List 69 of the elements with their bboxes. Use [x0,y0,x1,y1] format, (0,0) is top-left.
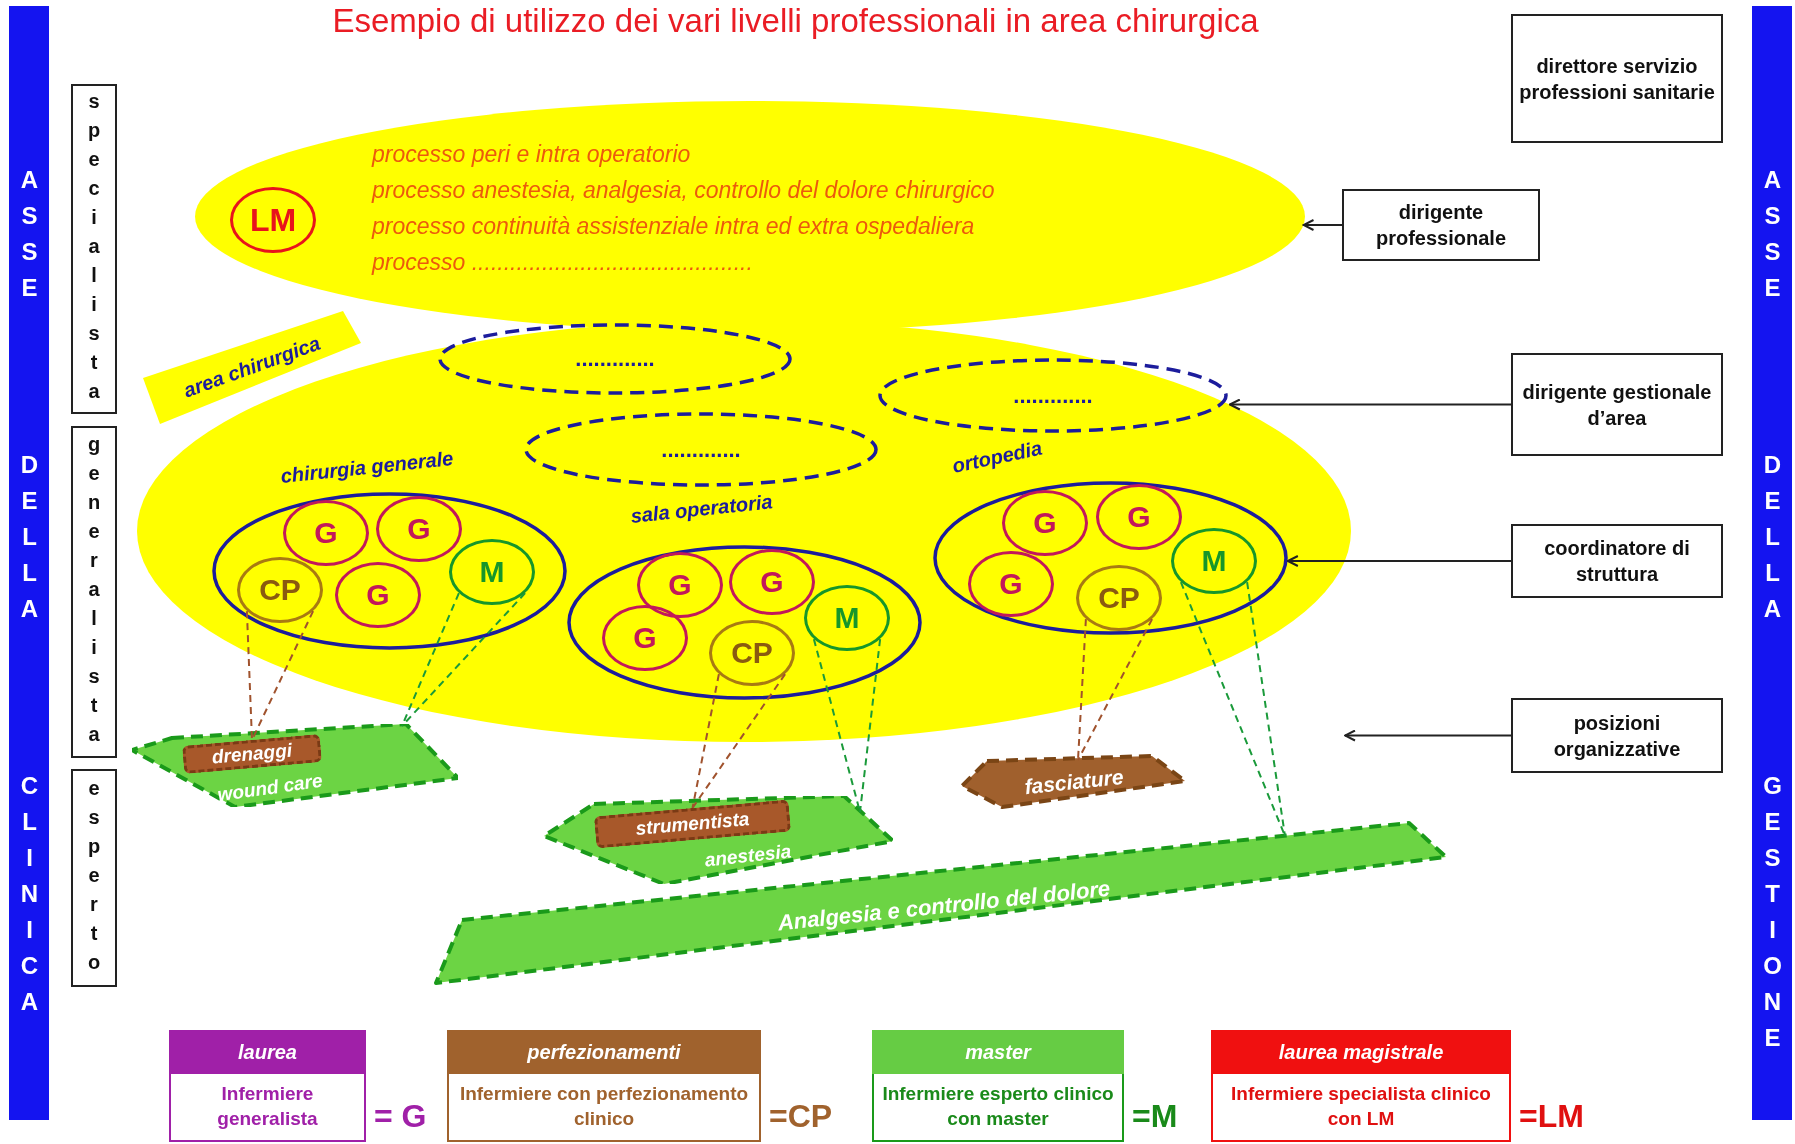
card-text: Infermiere con perfezionamento clinico [447,1074,761,1142]
unit-label: chirurgia generale [279,447,455,488]
connector-line [691,673,787,809]
level-circle: G [283,500,369,566]
level-circle: G [1002,490,1088,556]
level-circle: G [729,549,815,615]
level-circle: G [335,562,421,628]
arrow [1302,219,1343,231]
connector-line [401,592,527,727]
level-circle: M [449,539,535,605]
dashed-ellipse: ............. [524,412,878,487]
axis-bar: ASSE DELLA CLINICA [9,6,49,1120]
level-code: = G [374,1098,427,1135]
level-code: =LM [1519,1098,1584,1135]
level-circle: G [637,552,723,618]
level-box: specialista [71,84,117,414]
level-circle: CP [237,557,323,623]
competence-area [544,796,893,884]
role-box: dirigente gestionale d’area [1511,353,1723,456]
level-circle: G [968,551,1054,617]
process-text: processo ............................................ [372,249,753,276]
card-heading: perfezionamenti [447,1030,761,1074]
role-box: coordinatore di struttura [1511,524,1723,598]
title: Esempio di utilizzo dei vari livelli professionali in area chirurgica [331,2,1260,40]
level-circle: CP [1076,565,1162,631]
level-circle: G [1096,484,1182,550]
role-box: dirigente professionale [1342,189,1540,261]
arrow [1344,729,1512,742]
dashed-ellipse: ............. [878,358,1228,433]
key-card [447,1030,761,1142]
area-label: Analgesia e controllo del dolore [776,875,1112,937]
axis-bar: ASSE DELLA GESTIONE [1752,6,1792,1120]
process-text: processo peri e intra operatorio [372,141,691,168]
arrow [1228,398,1512,411]
card-text: Infermiere esperto clinico con master [872,1074,1124,1142]
process-text: processo anestesia, analgesia, controllo del dolore chirurgico [372,177,995,204]
connector-line [1179,581,1286,837]
level-circle: M [804,585,890,651]
key-card [1211,1030,1511,1142]
role-box: direttore servizio professioni sanitarie [1511,14,1723,143]
connector-line [1077,618,1154,761]
key-card [169,1030,366,1142]
level-circle: G [602,605,688,671]
level-box: generalista [71,426,117,758]
card-heading: laurea magistrale [1211,1030,1511,1074]
area-label: fasciature [1023,764,1125,800]
level-circle: CP [709,620,795,686]
competence-area [962,756,1185,807]
card-text: Infermiere specialista clinico con LM [1211,1074,1511,1142]
area-ellipse [137,309,1351,742]
level-circle: M [1171,528,1257,594]
unit-label: ortopedia [950,437,1045,478]
card-heading: master [872,1030,1124,1074]
level-circle: LM [230,187,316,253]
process-text: processo continuità assistenziale intra ed extra ospedaliera [372,213,975,240]
level-code: =CP [769,1098,833,1135]
unit-label: sala operatoria [629,490,774,528]
level-code: =M [1132,1098,1178,1135]
card-text: Infermiere generalista [169,1074,366,1142]
competence-area [132,724,458,807]
role-box: posizioni organizzative [1511,698,1723,773]
key-card [872,1030,1124,1142]
connector-line [812,638,882,813]
level-box: esperto [71,769,117,987]
dashed-ellipse: ............. [438,323,792,395]
arrow [1286,555,1512,567]
connector-line [245,610,315,741]
level-circle: G [376,496,462,562]
card-heading: laurea [169,1030,366,1074]
